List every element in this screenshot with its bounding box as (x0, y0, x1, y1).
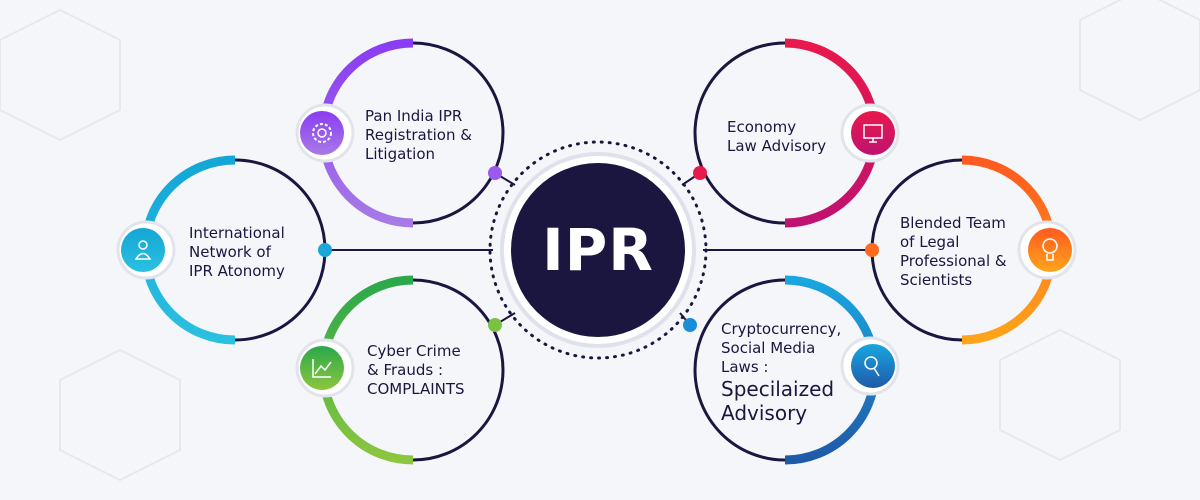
label-line: Network of (189, 243, 271, 261)
label-line: & Frauds : (367, 361, 444, 379)
label-line: Blended Team (900, 214, 1006, 232)
label-international: International Network of IPR Atonomy (189, 224, 285, 281)
label-line: of Legal (900, 233, 960, 251)
label-cyber: Cyber Crime & Frauds : COMPLAINTS (367, 342, 465, 399)
label-line: Cyber Crime (367, 342, 461, 360)
label-line: Cryptocurrency, (721, 320, 842, 338)
center-circle (511, 163, 685, 337)
label-line: IPR Atonomy (189, 262, 285, 280)
label-line: Economy (727, 118, 797, 136)
background-hex-pattern (0, 0, 1200, 482)
label-emphasis: Specilaized (721, 377, 835, 401)
label-line: Social Media (721, 339, 816, 357)
label-crypto: Cryptocurrency, Social Media Laws : Spec… (721, 320, 841, 425)
monitor-icon (840, 103, 900, 163)
label-line: Registration & (365, 126, 472, 144)
label-line: Law Advisory (727, 137, 827, 155)
dot-purple (488, 166, 502, 180)
label-line: International (189, 224, 285, 242)
dot-blue (683, 318, 697, 332)
lightbulb-icon (1017, 220, 1077, 280)
dot-orange (865, 243, 879, 257)
label-line: Pan India IPR (365, 107, 463, 125)
dot-red (693, 166, 707, 180)
label-blended: Blended Team of Legal Professional & Sci… (900, 214, 1007, 290)
label-emphasis: Advisory (721, 401, 808, 425)
gear-icon (295, 103, 355, 163)
label-line: Professional & (900, 252, 1007, 270)
center-title: IPR (542, 216, 654, 284)
center-dotted-ring (488, 140, 708, 360)
label-economy: Economy Law Advisory (727, 118, 826, 156)
chart-up-icon (295, 338, 355, 398)
dot-green (488, 318, 502, 332)
label-line: Laws : (721, 358, 769, 376)
search-icon (840, 336, 900, 396)
label-emphasis: COMPLAINTS (367, 380, 465, 398)
dot-cyan (318, 243, 332, 257)
label-line: Litigation (365, 145, 436, 163)
label-line: Scientists (900, 271, 973, 289)
label-pan-india: Pan India IPR Registration & Litigation (365, 107, 472, 164)
user-icon (116, 220, 176, 280)
